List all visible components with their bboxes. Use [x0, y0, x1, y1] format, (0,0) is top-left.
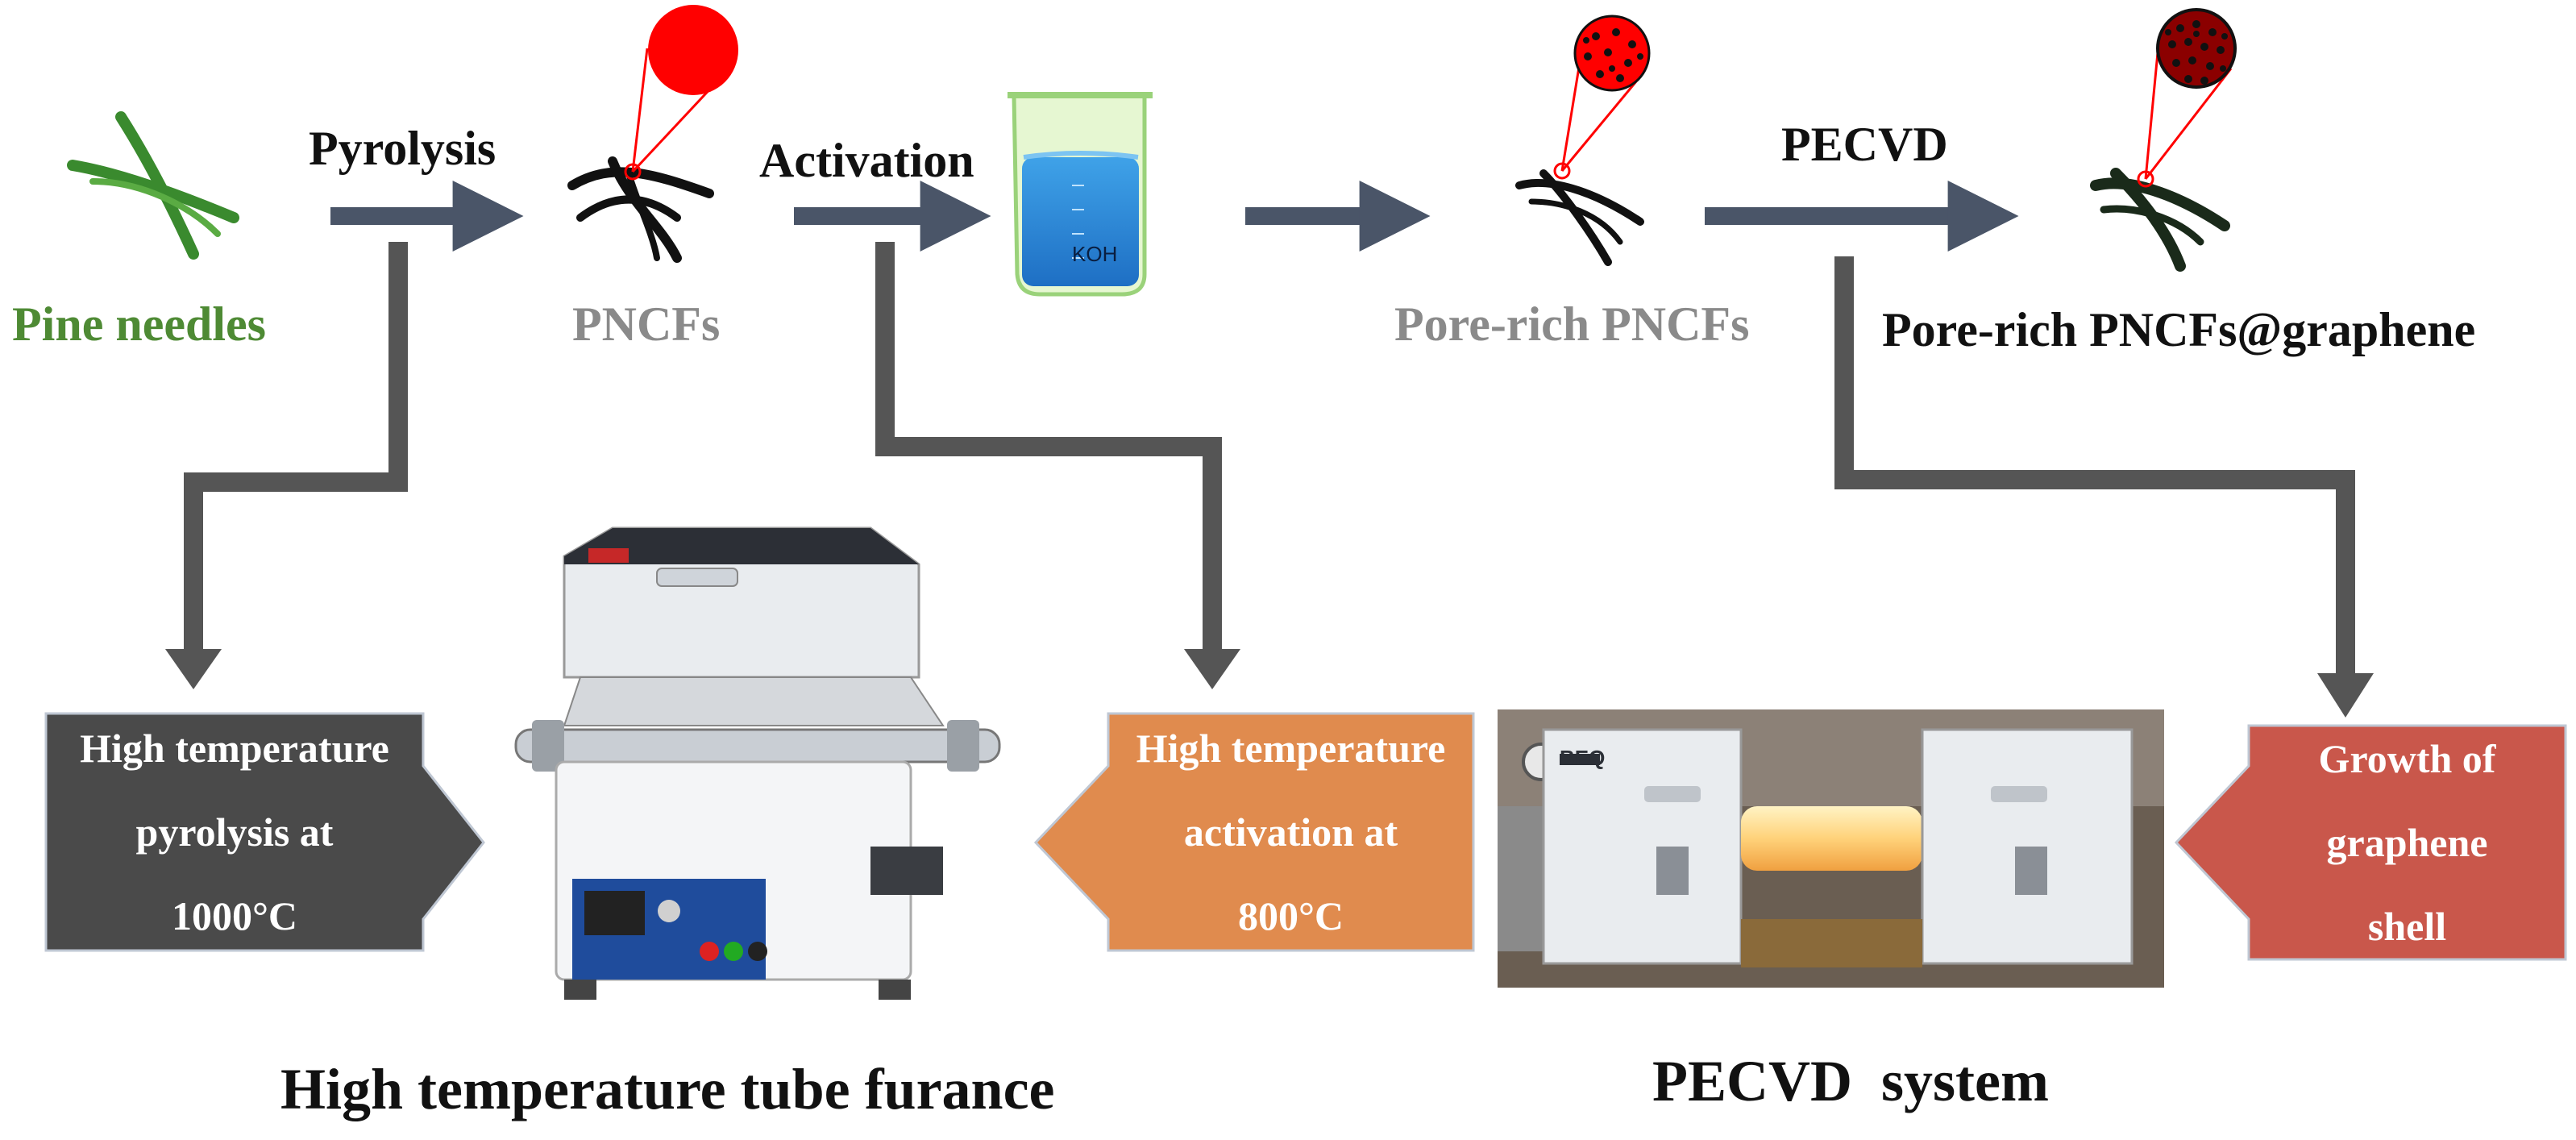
activation-box: High temperature activation at 800°C — [1108, 714, 1473, 951]
activation-box-line-2: activation at — [1183, 809, 1398, 855]
pyrolysis-box-line-2: pyrolysis at — [135, 809, 334, 855]
activation-box-shape — [1033, 712, 1475, 952]
graphene-fiber-icon — [2090, 168, 2230, 272]
pyrolysis-box: High temperature pyrolysis at 1000°C — [46, 714, 423, 951]
growth-box-line-3: shell — [2367, 904, 2447, 949]
koh-beaker-icon — [1008, 92, 1153, 297]
caption-pecvd-system: PECVD system — [1652, 1049, 2049, 1113]
pecvd-system-image — [1498, 709, 2164, 988]
material-pore-rich: Pore-rich PNCFs — [1394, 297, 1750, 351]
pyrolysis-box-shape — [44, 712, 485, 952]
pecvd-brand-label: BEQ — [1560, 746, 1606, 770]
caption-tube-furnace: High temperature tube furance — [280, 1057, 1055, 1121]
connector-pecvd — [1834, 256, 2374, 718]
porerich-fiber-icon — [1515, 169, 1644, 266]
reagent-label-koh: KOH — [1072, 242, 1118, 266]
pncfs-fiber-icon — [567, 156, 714, 263]
material-pine-needles: Pine needles — [12, 297, 266, 351]
connector-activation — [875, 242, 1240, 689]
connector-pyrolysis — [165, 242, 408, 689]
activation-box-line-1: High temperature — [1136, 726, 1446, 771]
porerich-zoom-icon — [1553, 15, 1651, 180]
pine-needles-icon — [67, 111, 239, 260]
growth-box: Growth of graphene shell — [2249, 726, 2566, 959]
pyrolysis-box-line-1: High temperature — [80, 726, 389, 771]
step-label-pyrolysis: Pyrolysis — [309, 122, 497, 175]
step-label-pecvd: PECVD — [1781, 118, 1948, 171]
activation-box-line-3: 800°C — [1237, 893, 1344, 938]
material-pore-rich-graphene: Pore-rich PNCFs@graphene — [1882, 303, 2476, 356]
growth-box-line-2: graphene — [2326, 820, 2488, 865]
pyrolysis-box-line-3: 1000°C — [171, 893, 298, 938]
graphene-zoom-icon — [2137, 8, 2237, 188]
growth-box-shape — [2174, 724, 2567, 961]
pncfs-zoom-icon — [624, 5, 738, 181]
tube-furnace-image — [514, 526, 1001, 1000]
material-pncfs: PNCFs — [572, 297, 721, 351]
growth-box-line-1: Growth of — [2318, 736, 2496, 781]
step-label-activation: Activation — [759, 134, 974, 187]
